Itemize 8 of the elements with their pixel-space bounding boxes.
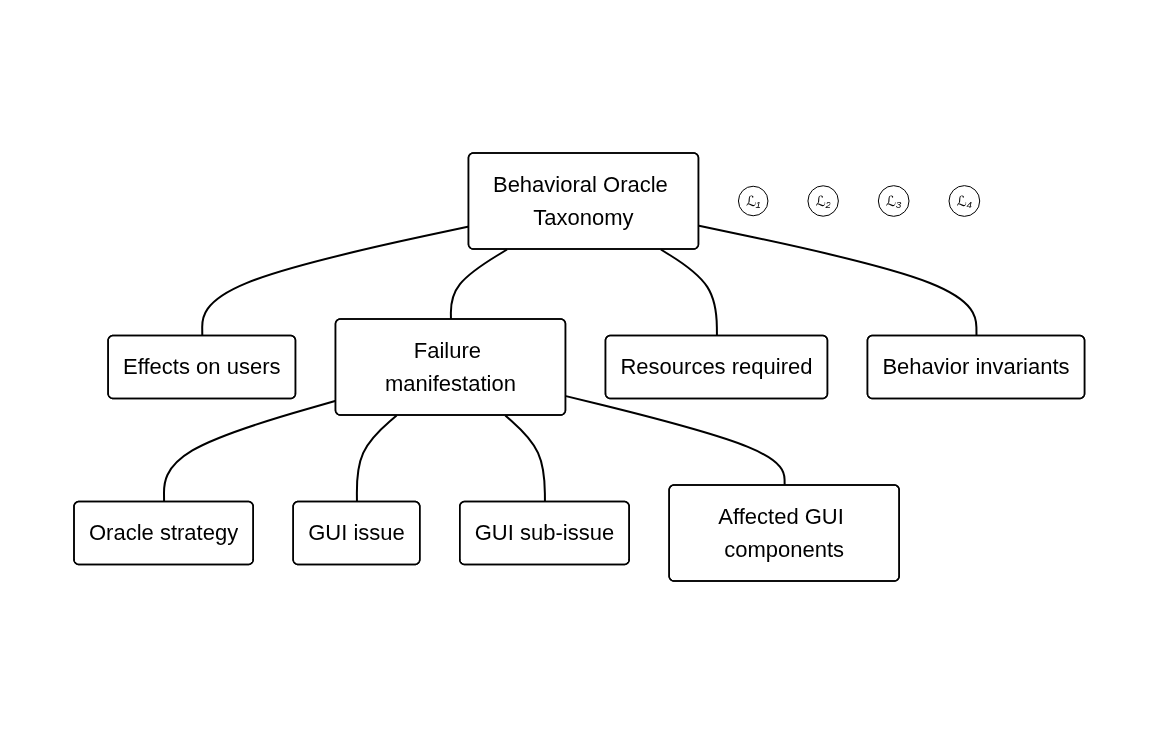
connector (659, 248, 718, 337)
connector (355, 414, 398, 503)
node-circle: ℒ₄ (948, 185, 980, 217)
node-circle: ℒ₂ (807, 185, 839, 217)
node-circle: ℒ₃ (877, 185, 910, 217)
connector (449, 248, 508, 321)
connector (504, 414, 546, 503)
node-circle: ℒ₁ (737, 185, 769, 217)
